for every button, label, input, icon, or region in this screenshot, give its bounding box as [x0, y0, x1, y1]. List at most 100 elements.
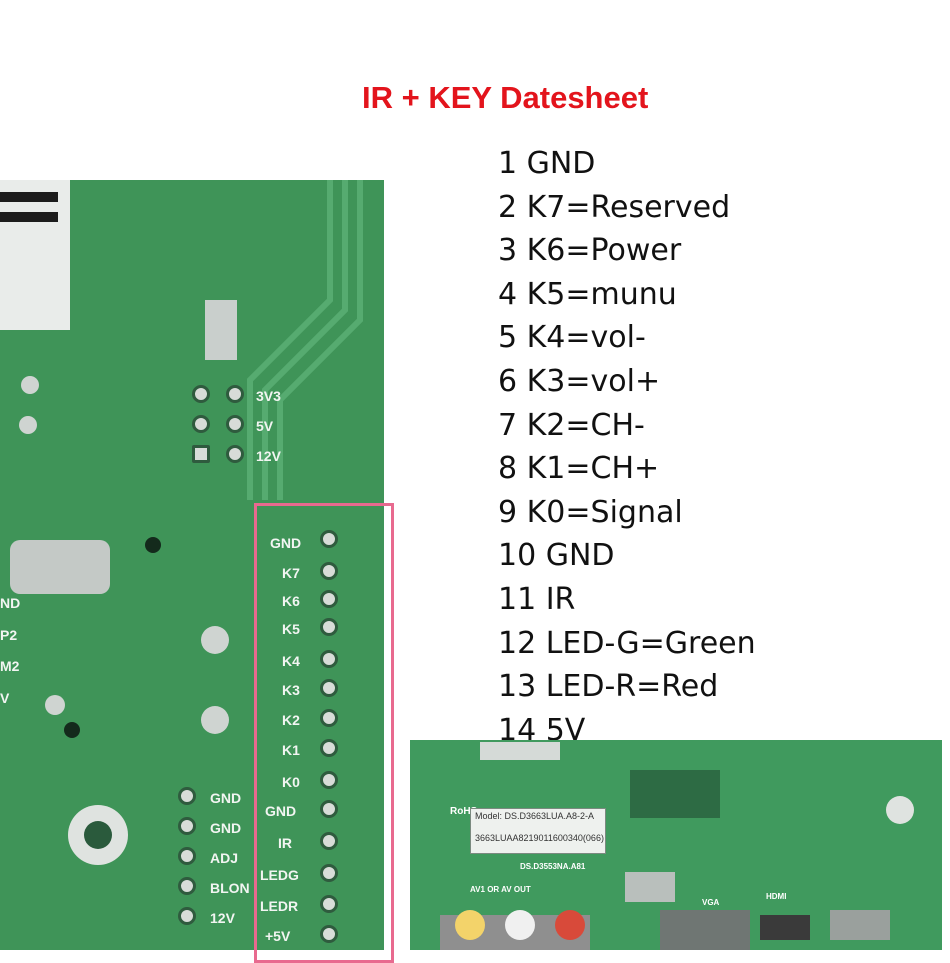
- model-text: Model: DS.D3663LUA.A8-2-A: [475, 811, 595, 821]
- side-label: P2: [0, 627, 18, 643]
- thumb-rca-jack: [455, 910, 485, 940]
- pin-list-item: 3 K6=Power: [498, 233, 682, 269]
- solder-point: [21, 376, 39, 394]
- pin-list-item: 8 K1=CH+: [498, 451, 660, 487]
- via-hole: [145, 537, 161, 553]
- header-highlight-box: [254, 503, 394, 963]
- pin-list: 1 GND 2 K7=Reserved 3 K6=Power 4 K5=munu…: [498, 142, 938, 752]
- pin-list-item: 12 LED-G=Green: [498, 625, 756, 661]
- header-pin: [320, 709, 338, 727]
- pcb-trace: [277, 180, 363, 500]
- header-label: 12V: [210, 910, 235, 926]
- header-pin: [320, 679, 338, 697]
- header-pin: [178, 787, 196, 805]
- header-label: LEDG: [260, 867, 299, 883]
- pin-list-item: 9 K0=Signal: [498, 494, 683, 530]
- side-label: V: [0, 690, 10, 706]
- pin-list-item: 2 K7=Reserved: [498, 189, 731, 225]
- header-pin: [226, 385, 244, 403]
- pcb-trace: [247, 180, 333, 500]
- solder-point: [45, 695, 65, 715]
- solder-point: [201, 626, 229, 654]
- thumb-hdmi-port: [760, 915, 810, 940]
- pin-list-item: 10 GND: [498, 538, 615, 574]
- header-label: K5: [282, 621, 300, 637]
- header-label: IR: [278, 835, 292, 851]
- model-label-plate: Model: DS.D3663LUA.A8-2-A 3663LUAA821901…: [470, 808, 606, 854]
- datasheet-title: IR + KEY Datesheet: [362, 80, 649, 115]
- header-label: K0: [282, 774, 300, 790]
- header-label: K7: [282, 565, 300, 581]
- header-label: GND: [270, 535, 302, 551]
- serial-text: 3663LUAA8219011600340(066): [475, 833, 604, 843]
- header-pin: [192, 415, 210, 433]
- header-label: GND: [265, 803, 297, 819]
- header-pin: [320, 530, 338, 548]
- board-traces: [0, 180, 363, 865]
- header-pin: [178, 847, 196, 865]
- header-label: ADJ: [210, 850, 239, 866]
- header-pin: [320, 864, 338, 882]
- power-label: 5V: [256, 418, 274, 434]
- pin-list-item: 6 K3=vol+: [498, 363, 661, 399]
- via-hole: [64, 722, 80, 738]
- header-pin: [192, 385, 210, 403]
- regulator-chip: [205, 300, 237, 360]
- header-pin: [320, 771, 338, 789]
- header-label: GND: [210, 820, 242, 836]
- solder-point: [201, 706, 229, 734]
- vga-label: VGA: [702, 898, 720, 907]
- thumb-mounting-hole: [886, 796, 914, 824]
- thumb-rca-jack: [505, 910, 535, 940]
- header-label: K3: [282, 682, 300, 698]
- header-pin: [320, 800, 338, 818]
- header-pin: [320, 739, 338, 757]
- pin-list-item: 1 GND: [498, 146, 596, 181]
- header-pin: [178, 877, 196, 895]
- hdmi-label: HDMI: [766, 892, 787, 901]
- side-label: M2: [0, 658, 20, 674]
- header-label: +5V: [265, 928, 291, 944]
- sticker-bar: [0, 192, 58, 202]
- av-label: AV1 OR AV OUT: [470, 885, 531, 894]
- header-label: K1: [282, 742, 300, 758]
- power-label: 3V3: [256, 388, 281, 404]
- power-label: 12V: [256, 448, 281, 464]
- mounting-hole-center: [84, 821, 112, 849]
- thumb-rca-jack: [555, 910, 585, 940]
- board-photo: 3V3 5V 12V ND P2 M2 V GND K7 K6 K5 K4 K3…: [0, 180, 384, 950]
- header-pin: [226, 415, 244, 433]
- thumb-chip: [630, 770, 720, 818]
- header-pin: [320, 925, 338, 943]
- header-pin: [320, 832, 338, 850]
- side-label: ND: [0, 595, 21, 611]
- board-thumbnail: RoHS AV1 OR AV OUT VGA HDMI DS.D3553NA.A…: [410, 740, 942, 950]
- header-label: LEDR: [260, 898, 299, 914]
- metal-component: [10, 540, 110, 594]
- thumb-vga-port: [625, 872, 675, 902]
- header-pin: [226, 445, 244, 463]
- header-pin: [320, 618, 338, 636]
- header-label: K4: [282, 653, 300, 669]
- thumb-vga-connector: [660, 910, 750, 950]
- header-pin: [320, 895, 338, 913]
- thumb-usb-port: [830, 910, 890, 940]
- header-label: K6: [282, 593, 300, 609]
- pin-list-item: 13 LED-R=Red: [498, 669, 719, 705]
- rohs-mark: RoHS: [450, 806, 478, 817]
- sub-label: DS.D3553NA.A81: [520, 862, 586, 871]
- pin-list-item: 7 K2=CH-: [498, 407, 645, 443]
- label-sticker: [0, 180, 70, 330]
- pcb-trace: [262, 180, 348, 500]
- pin-list-item: 5 K4=vol-: [498, 320, 646, 356]
- solder-point: [19, 416, 37, 434]
- pin-list-item: 4 K5=munu: [498, 276, 677, 312]
- thumb-header: [480, 742, 560, 760]
- header-label: BLON: [210, 880, 250, 896]
- header-label: GND: [210, 790, 242, 806]
- header-pin: [178, 907, 196, 925]
- pin-list-item: 11 IR: [498, 581, 576, 617]
- header-pin: [192, 445, 210, 463]
- header-pin: [320, 562, 338, 580]
- header-pin: [320, 590, 338, 608]
